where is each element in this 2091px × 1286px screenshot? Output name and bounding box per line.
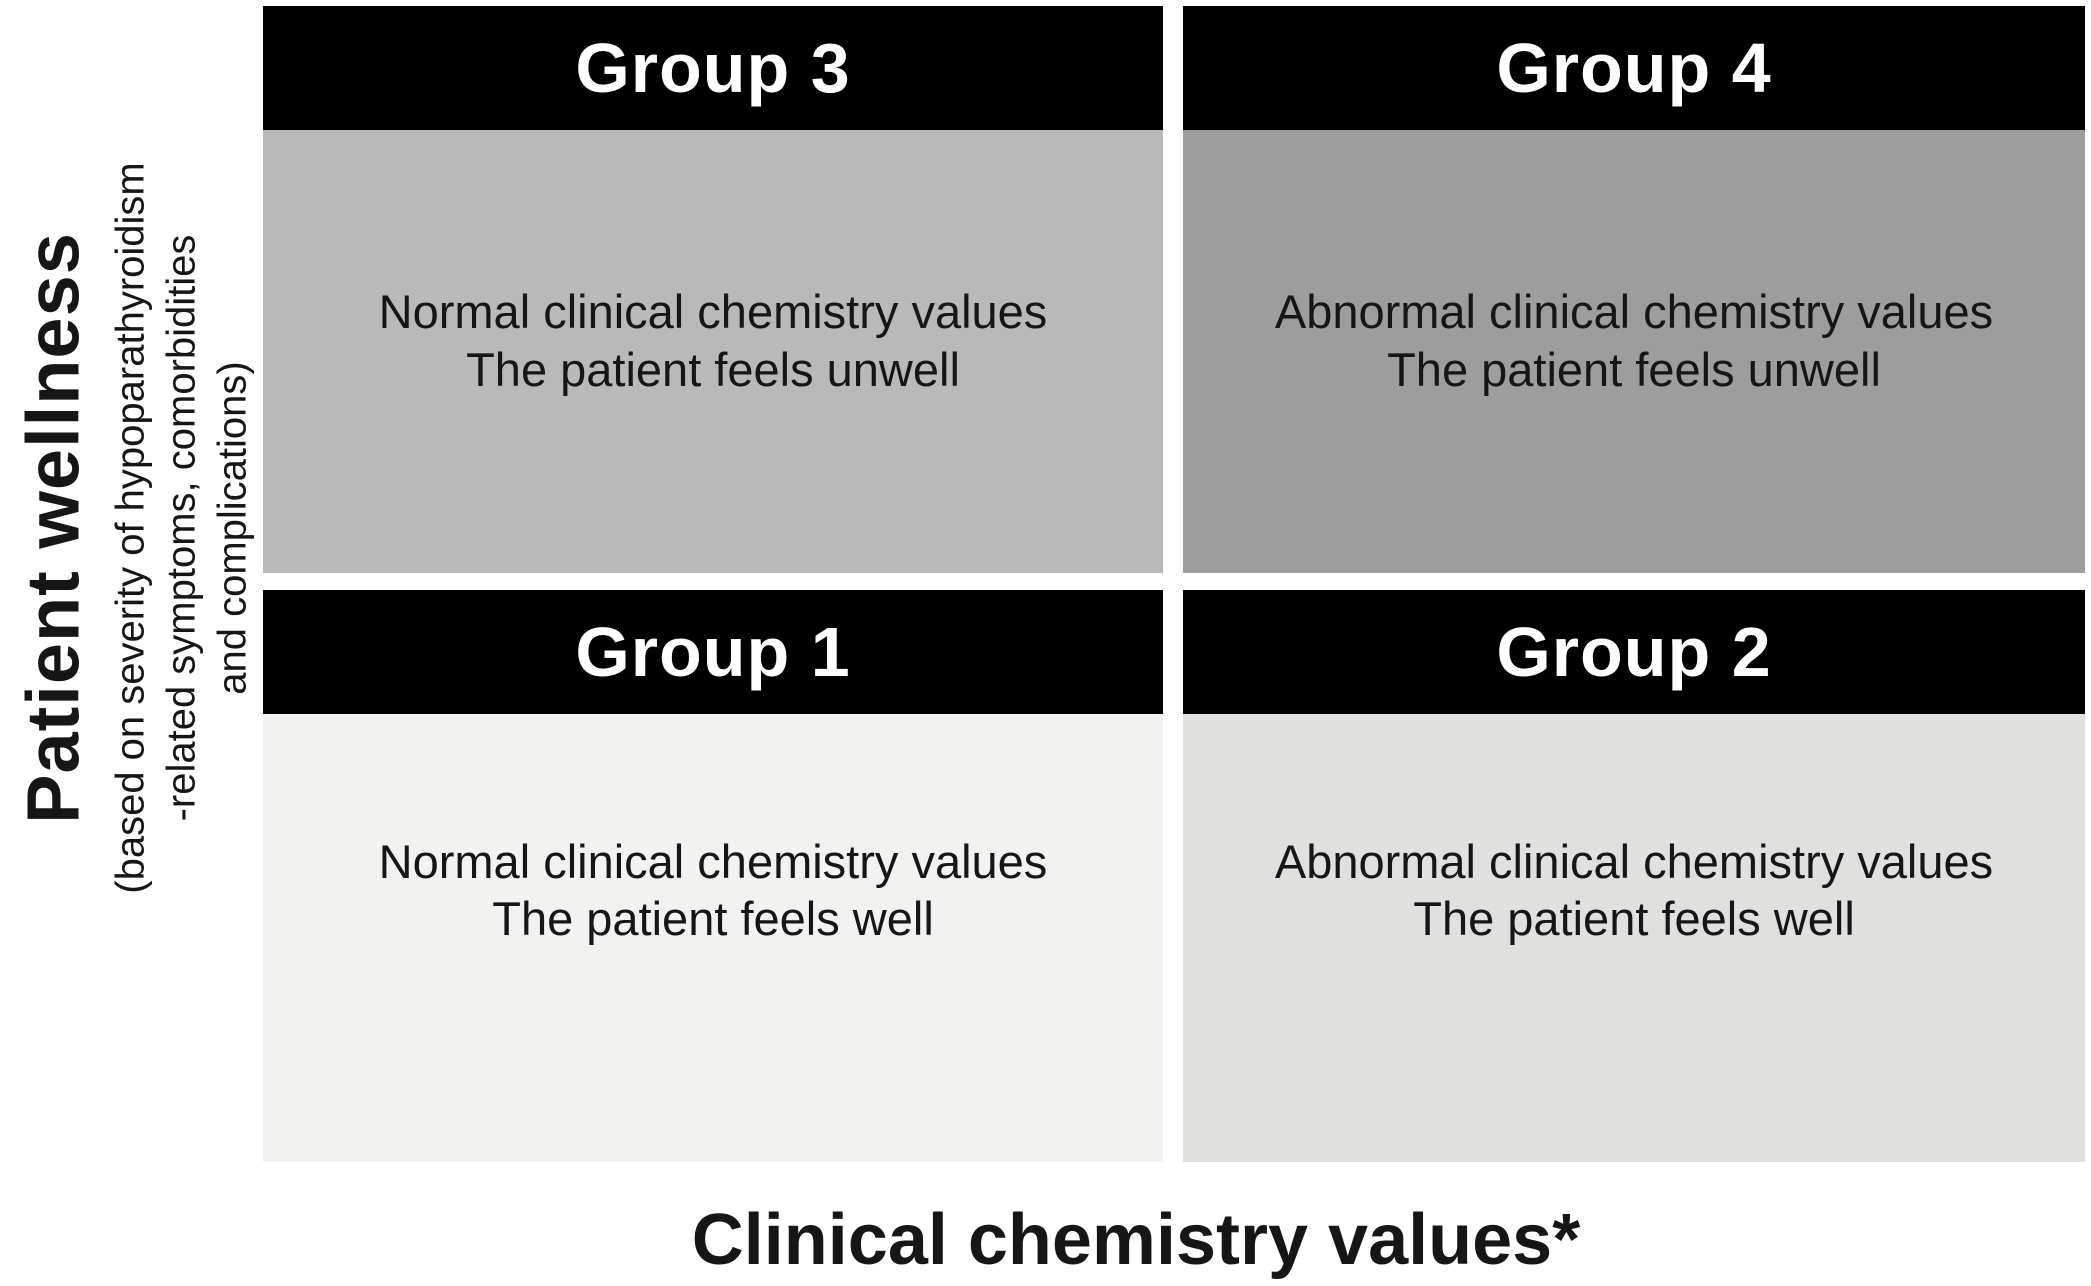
quadrant-group-1-line-1: Normal clinical chemistry values (378, 834, 1048, 888)
quadrant-group-1: Group 1 Normal clinical chemistry values… (263, 590, 1163, 1162)
quadrant-group-1-line-2: The patient feels well (492, 892, 934, 945)
y-axis-subtitle-line-2: -related symptoms, comorbidities (159, 234, 204, 822)
quadrant-group-1-body: Normal clinical chemistry values The pat… (263, 714, 1163, 1162)
y-axis-subtitle-line-3: and complications) (211, 361, 256, 695)
quadrant-group-2-line-2: The patient feels well (1413, 892, 1855, 945)
y-axis-subtitle-line-1: (based on severity of hypoparathyroidism (108, 162, 153, 894)
quadrant-group-2-line-1: Abnormal clinical chemistry values (1274, 834, 1994, 888)
quadrant-group-2: Group 2 Abnormal clinical chemistry valu… (1183, 590, 2085, 1162)
quadrant-group-1-header: Group 1 (263, 590, 1163, 714)
quadrant-group-4-header: Group 4 (1183, 6, 2085, 130)
quadrant-group-3-line-1: Normal clinical chemistry values (378, 285, 1048, 339)
x-axis-title: Clinical chemistry values* (691, 1200, 1581, 1280)
quadrant-group-3-header: Group 3 (263, 6, 1163, 130)
quadrant-group-3-line-2: The patient feels unwell (466, 342, 960, 396)
quadrant-group-4-line-1: Abnormal clinical chemistry values (1274, 285, 1994, 339)
y-axis-title: Patient wellness (11, 232, 95, 824)
quadrant-group-4-line-2: The patient feels unwell (1387, 342, 1881, 396)
quadrant-group-3-body: Normal clinical chemistry values The pat… (263, 130, 1163, 573)
y-axis-subtitle: (based on severity of hypoparathyroidism… (106, 162, 260, 893)
quadrant-group-2-body: Abnormal clinical chemistry values The p… (1183, 714, 2085, 1162)
quadrant-group-2-header: Group 2 (1183, 590, 2085, 714)
quadrant-group-3: Group 3 Normal clinical chemistry values… (263, 6, 1163, 573)
y-axis-label-group: Patient wellness (based on severity of h… (11, 162, 260, 893)
quadrant-group-4-body: Abnormal clinical chemistry values The p… (1183, 130, 2085, 573)
quadrant-group-4: Group 4 Abnormal clinical chemistry valu… (1183, 6, 2085, 573)
